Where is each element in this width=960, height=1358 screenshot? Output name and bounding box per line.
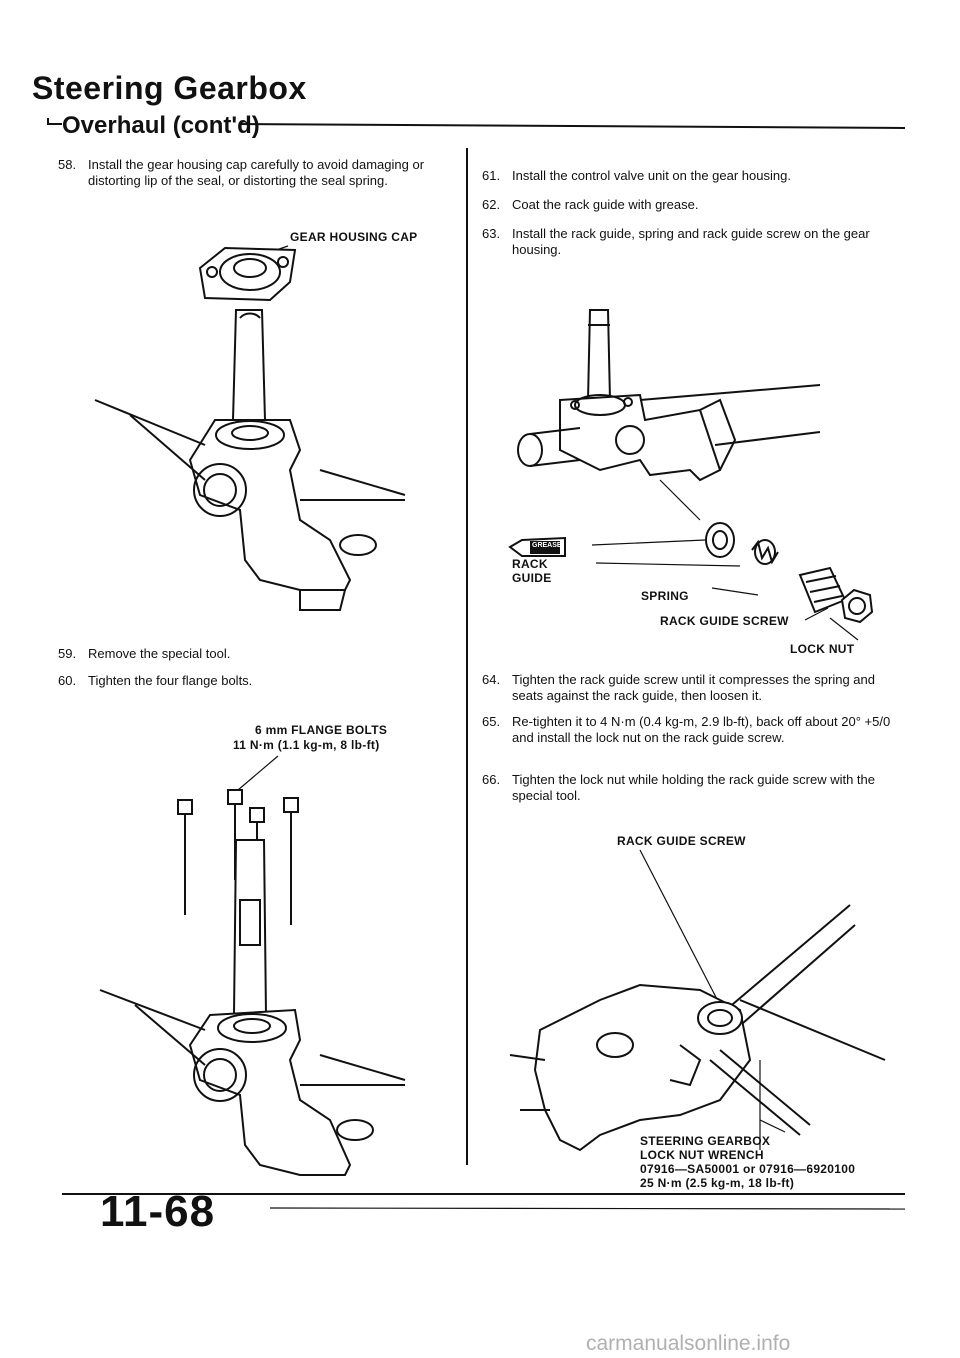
flange-bolts-label: 6 mm FLANGE BOLTS (255, 723, 388, 737)
step-64: 64.Tighten the rack guide screw until it… (482, 672, 875, 703)
step-66: 66.Tighten the lock nut while holding th… (482, 772, 875, 803)
tool-name-line2: LOCK NUT WRENCH (640, 1148, 764, 1162)
page-number: 11-68 (100, 1187, 216, 1236)
step-65: 65.Re-tighten it to 4 N·m (0.4 kg-m, 2.9… (482, 714, 891, 745)
step-60: 60.Tighten the four flange bolts. (58, 673, 253, 688)
guide-label: GUIDE (512, 571, 552, 585)
spring-label: SPRING (641, 589, 689, 603)
rack-label: RACK (512, 557, 548, 571)
tool-name-line1: STEERING GEARBOX (640, 1134, 771, 1148)
step-58: 58.Install the gear housing cap carefull… (58, 157, 425, 188)
tool-part-number: 07916—SA50001 or 07916—6920100 (640, 1162, 856, 1176)
rack-guide-screw-label-2: RACK GUIDE SCREW (617, 834, 746, 848)
page-title: Steering Gearbox (32, 70, 307, 106)
step-63: 63.Install the rack guide, spring and ra… (482, 226, 870, 257)
watermark: carmanualsonline.info (586, 1332, 791, 1355)
section-title: Overhaul (cont'd) (62, 112, 260, 139)
step-59: 59.Remove the special tool. (58, 646, 231, 661)
flange-bolts-torque: 11 N·m (1.1 kg-m, 8 lb-ft) (233, 738, 380, 752)
tool-torque: 25 N·m (2.5 kg-m, 18 lb-ft) (640, 1176, 795, 1190)
grease-icon: GREASE (532, 542, 562, 549)
gear-housing-cap-label: GEAR HOUSING CAP (290, 230, 418, 244)
rack-guide-screw-label: RACK GUIDE SCREW (660, 614, 789, 628)
step-62: 62.Coat the rack guide with grease. (482, 197, 699, 212)
step-61: 61.Install the control valve unit on the… (482, 168, 791, 183)
lock-nut-label: LOCK NUT (790, 642, 855, 656)
